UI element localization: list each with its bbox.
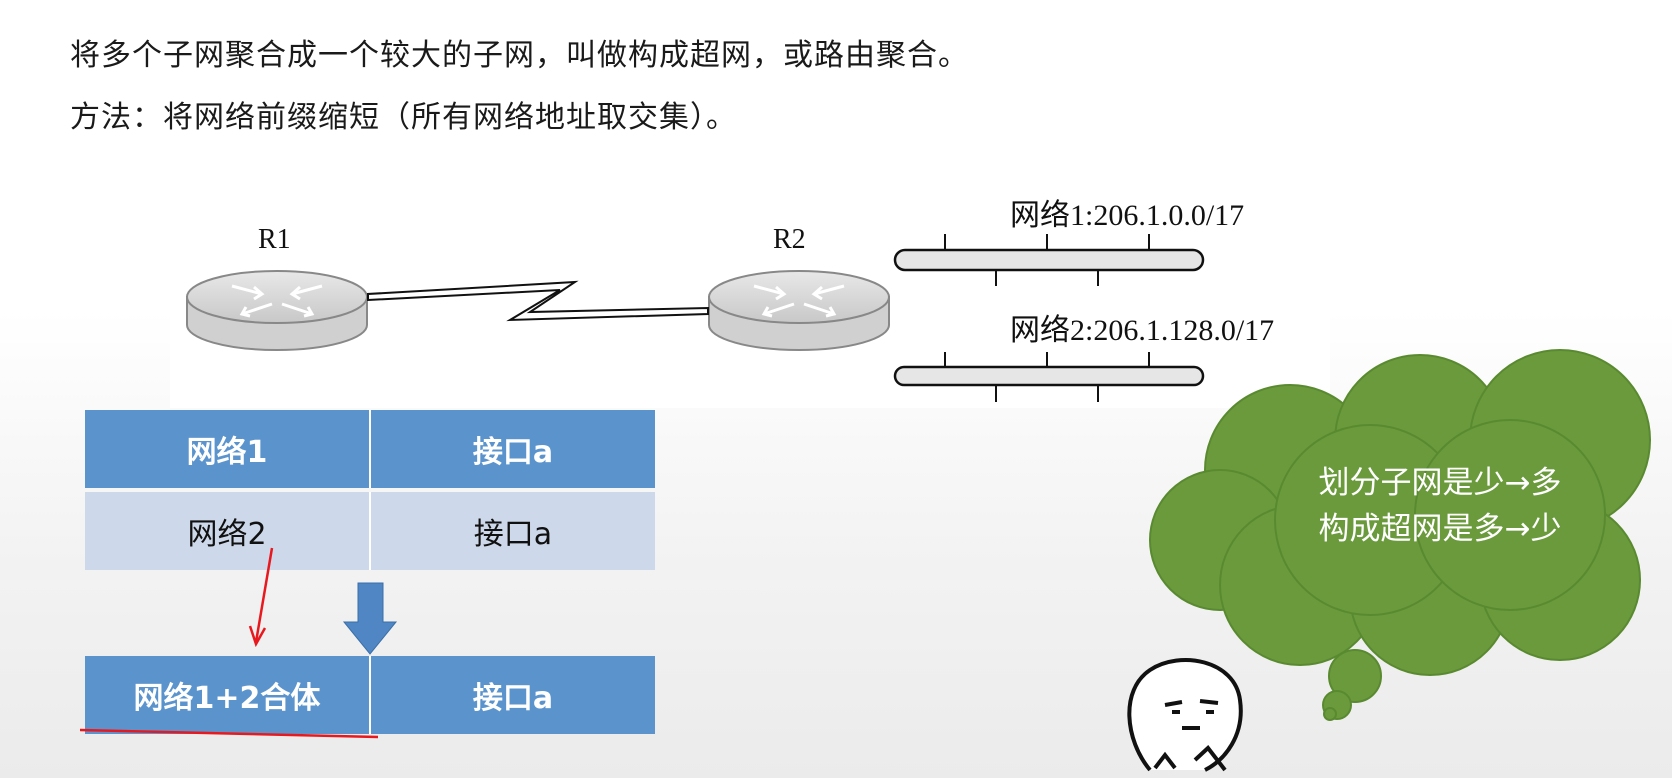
network2-label: 网络2:206.1.128.0/17	[1010, 314, 1274, 347]
network-bus-icon	[893, 352, 1205, 402]
table-cell-interface: 接口a	[369, 492, 655, 570]
thought-cloud-text: 划分子网是少→多 构成超网是多→少	[1270, 460, 1610, 552]
network-diagram-svg: R1 R2 网络1:206.1	[186, 199, 1274, 402]
table-cell-network: 网络1	[186, 435, 268, 470]
serial-link	[367, 280, 709, 322]
table-cell-interface: 接口a	[369, 656, 655, 734]
intro-line-2: 方法：将网络前缀缩短（所有网络地址取交集）。	[70, 100, 737, 135]
down-arrow-icon	[342, 582, 398, 655]
network-bus-icon	[893, 234, 1205, 286]
network1-label: 网络1:206.1.0.0/17	[1010, 199, 1244, 232]
table-cell-interface: 接口a	[369, 410, 655, 488]
router2-label: R2	[773, 224, 806, 255]
network-diagram: R1 R2 网络1:206.1	[170, 190, 1330, 408]
router-icon	[186, 270, 368, 351]
table-cell-network: 网络2	[187, 517, 267, 552]
router1-label: R1	[258, 224, 291, 255]
table-row: 网络1 接口a	[85, 410, 655, 488]
meme-face-icon	[1127, 658, 1243, 772]
cloud-line-2: 构成超网是多→少	[1318, 511, 1562, 547]
intro-line-1: 将多个子网聚合成一个较大的子网，叫做构成超网，或路由聚合。	[70, 38, 969, 73]
table-row: 网络2 接口a	[85, 492, 655, 570]
cloud-line-1: 划分子网是少→多	[1318, 465, 1562, 501]
router-icon	[708, 270, 890, 351]
table-cell-network: 网络1+2合体	[133, 681, 321, 716]
table-row: 网络1+2合体 接口a	[85, 656, 655, 734]
